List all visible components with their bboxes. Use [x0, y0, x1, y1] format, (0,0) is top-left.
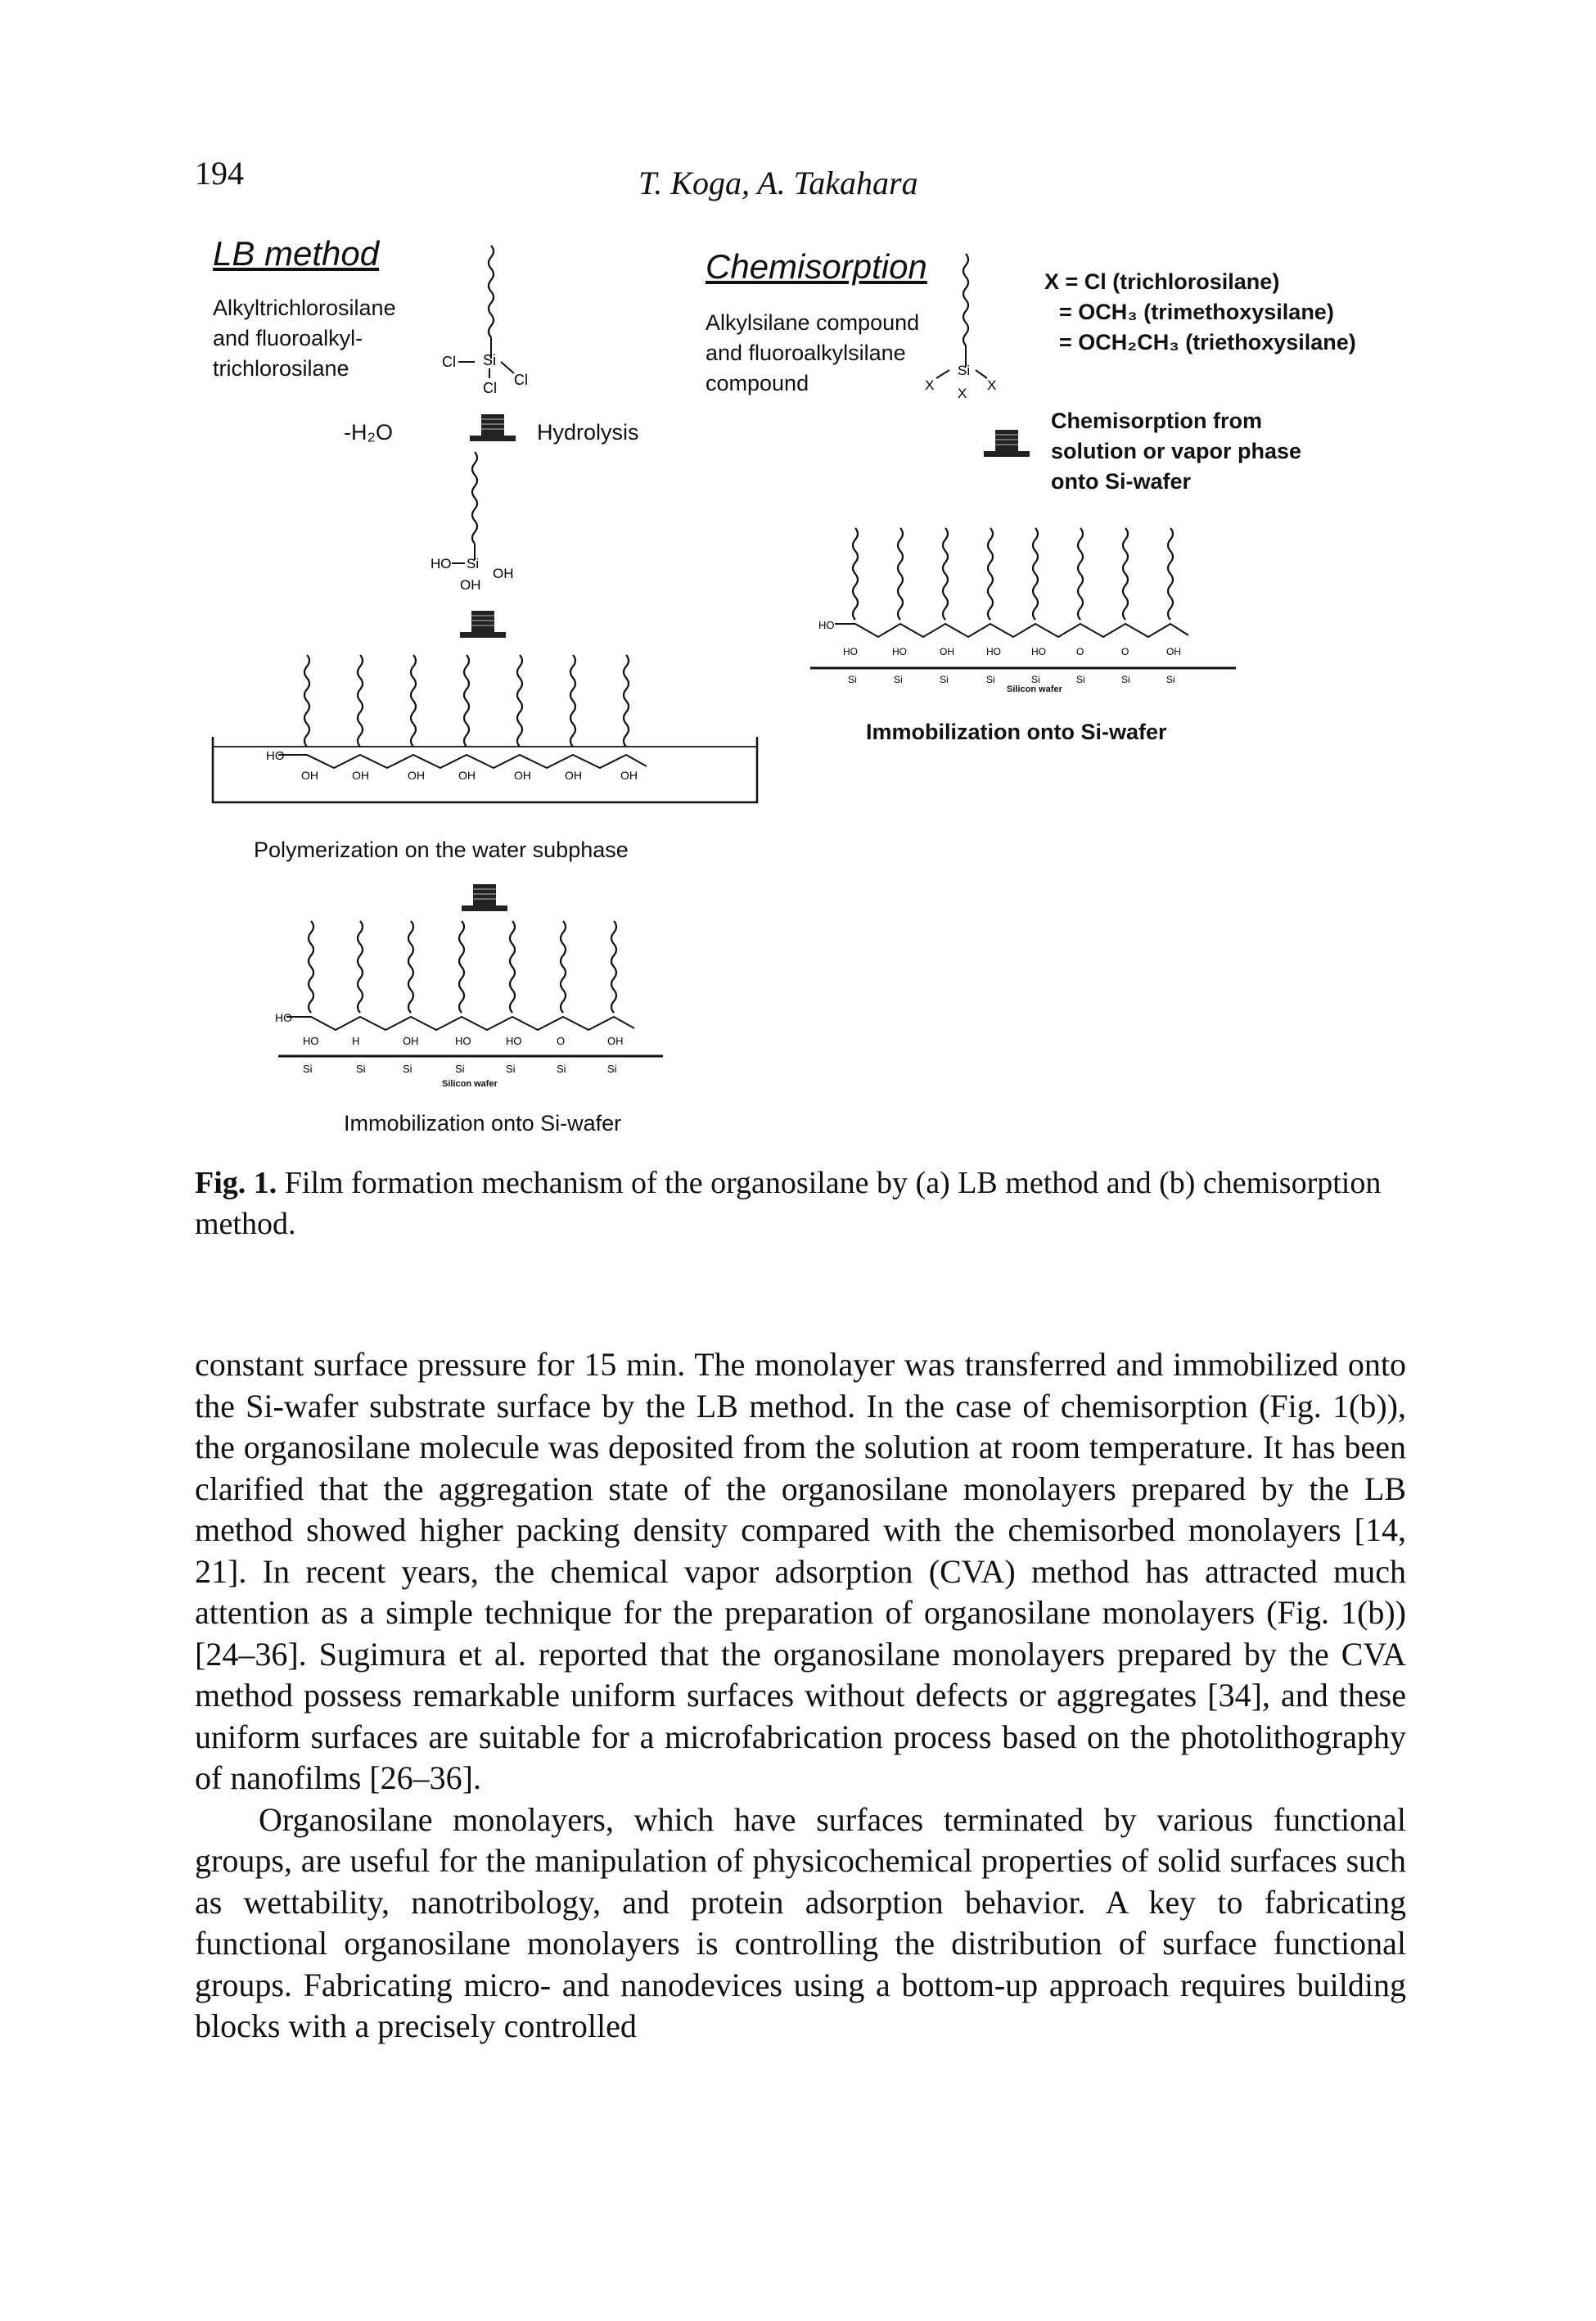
- svg-text:Si: Si: [607, 1063, 617, 1075]
- svg-text:Si: Si: [1166, 674, 1175, 685]
- svg-text:HO: HO: [892, 646, 907, 657]
- svg-text:O: O: [557, 1035, 565, 1047]
- paragraph-2: Organosilane monolayers, which have surf…: [195, 1800, 1406, 2045]
- lb-polymerized-film: HO OH OH OH OH OH OH OH: [266, 653, 647, 782]
- svg-text:OH: OH: [403, 1035, 419, 1047]
- svg-text:Si: Si: [557, 1063, 566, 1075]
- svg-text:H: H: [352, 1035, 359, 1047]
- lb-step-hydrolysis: Hydrolysis: [537, 420, 639, 445]
- mechanism-diagram: Si Cl Cl Cl Si HO OH OH: [211, 244, 1236, 1075]
- paragraph-1: constant surface pressure for 15 min. Th…: [195, 1346, 1406, 1796]
- svg-text:Si: Si: [1076, 674, 1085, 685]
- caption-text: Film formation mechanism of the organosi…: [195, 1166, 1382, 1241]
- chem-reagent-line-3: compound: [706, 371, 809, 395]
- immobilization-arrow-lb: [461, 883, 508, 912]
- svg-text:Si: Si: [467, 556, 479, 571]
- chemisorption-arrow: [983, 429, 1030, 458]
- page-number: 194: [195, 155, 244, 192]
- figure-1: Si Cl Cl Cl Si HO OH OH: [188, 229, 1432, 1154]
- chem-step-immobilization: Immobilization onto Si-wafer: [866, 720, 1167, 744]
- svg-text:Si: Si: [986, 674, 995, 685]
- lb-trichlorosilane-molecule: Si Cl Cl Cl: [442, 244, 528, 396]
- svg-text:HO: HO: [506, 1035, 522, 1047]
- lb-silanol-molecule: Si HO OH OH: [431, 450, 514, 593]
- svg-text:HO: HO: [431, 556, 452, 571]
- svg-text:HO: HO: [303, 1035, 319, 1047]
- svg-text:OH: OH: [301, 769, 318, 782]
- svg-text:HO: HO: [843, 646, 858, 657]
- svg-text:OH: OH: [458, 769, 476, 782]
- svg-text:Cl: Cl: [442, 354, 456, 370]
- svg-text:X: X: [987, 377, 996, 393]
- svg-text:Si: Si: [303, 1063, 313, 1075]
- svg-text:HO: HO: [986, 646, 1001, 657]
- chem-x-definition-1: X = Cl (trichlorosilane): [1044, 269, 1280, 294]
- svg-text:HO: HO: [455, 1035, 471, 1047]
- lb-reagent-line-2: and fluoroalkyl-: [213, 326, 363, 350]
- svg-text:Si: Si: [894, 674, 903, 685]
- svg-text:OH: OH: [408, 769, 425, 782]
- chem-step-line-2: solution or vapor phase: [1051, 439, 1302, 463]
- svg-text:OH: OH: [565, 769, 582, 782]
- lb-water-subphase: [211, 737, 759, 804]
- body-text: constant surface pressure for 15 min. Th…: [195, 1344, 1406, 2048]
- svg-text:Si: Si: [1121, 674, 1130, 685]
- chem-wafer-label: Silicon wafer: [1007, 684, 1062, 694]
- svg-text:OH: OH: [620, 769, 638, 782]
- chemisorption-title: Chemisorption: [706, 247, 927, 286]
- lb-step-immobilization: Immobilization onto Si-wafer: [344, 1111, 622, 1136]
- chem-reagent-line-1: Alkylsilane compound: [706, 310, 920, 335]
- svg-text:Si: Si: [356, 1063, 366, 1075]
- chem-reagent-line-2: and fluoroalkylsilane: [706, 341, 906, 365]
- svg-text:OH: OH: [493, 566, 514, 581]
- svg-text:HO: HO: [266, 749, 285, 763]
- svg-text:O: O: [1076, 646, 1084, 657]
- chem-step-line-3: onto Si-wafer: [1051, 469, 1192, 494]
- svg-text:OH: OH: [940, 646, 954, 657]
- hydrolysis-arrow: [469, 413, 516, 442]
- lb-water-loss: -H₂O: [344, 420, 393, 445]
- svg-text:HO: HO: [818, 619, 835, 631]
- svg-text:Si: Si: [958, 363, 970, 378]
- lb-immobilized-monolayer: HO HO H OH HO HO O OH Si Si Si Si Si Si …: [275, 919, 663, 1075]
- svg-text:Si: Si: [1031, 674, 1040, 685]
- svg-text:HO: HO: [1031, 646, 1046, 657]
- svg-text:Si: Si: [940, 674, 949, 685]
- lb-reagent-line-1: Alkyltrichlorosilane: [213, 296, 396, 320]
- svg-text:OH: OH: [607, 1035, 624, 1047]
- svg-text:Si: Si: [483, 352, 496, 368]
- chem-immobilized-monolayer: HO HO HO OH HO HO O O OH Si Si Si Si Si …: [810, 526, 1236, 685]
- svg-text:X: X: [925, 377, 934, 393]
- figure-caption: Fig. 1. Film formation mechanism of the …: [195, 1163, 1406, 1244]
- svg-text:Cl: Cl: [483, 380, 497, 396]
- lb-wafer-label: Silicon wafer: [442, 1079, 498, 1089]
- chem-step-line-1: Chemisorption from: [1051, 409, 1263, 433]
- lb-method-title: LB method: [213, 234, 380, 273]
- chem-x-definition-3: = OCH₂CH₃ (triethoxysilane): [1059, 330, 1356, 354]
- svg-text:X: X: [958, 386, 967, 401]
- svg-text:Cl: Cl: [514, 372, 528, 388]
- lb-step-polymerization: Polymerization on the water subphase: [254, 838, 629, 862]
- svg-text:OH: OH: [352, 769, 369, 782]
- caption-label: Fig. 1.: [195, 1166, 277, 1200]
- svg-text:Si: Si: [403, 1063, 413, 1075]
- svg-text:OH: OH: [1166, 646, 1181, 657]
- polymerization-arrow: [459, 610, 507, 639]
- svg-text:O: O: [1121, 646, 1129, 657]
- svg-text:Si: Si: [455, 1063, 465, 1075]
- running-head: T. Koga, A. Takahara: [638, 165, 918, 201]
- lb-reagent-line-3: trichlorosilane: [213, 356, 349, 381]
- svg-text:Si: Si: [506, 1063, 516, 1075]
- svg-text:OH: OH: [514, 769, 531, 782]
- svg-text:HO: HO: [275, 1011, 292, 1024]
- chem-x-definition-2: = OCH₃ (trimethoxysilane): [1059, 300, 1334, 324]
- svg-text:OH: OH: [460, 577, 481, 593]
- svg-text:Si: Si: [848, 674, 857, 685]
- chem-silane-molecule: Si X X X: [925, 252, 996, 401]
